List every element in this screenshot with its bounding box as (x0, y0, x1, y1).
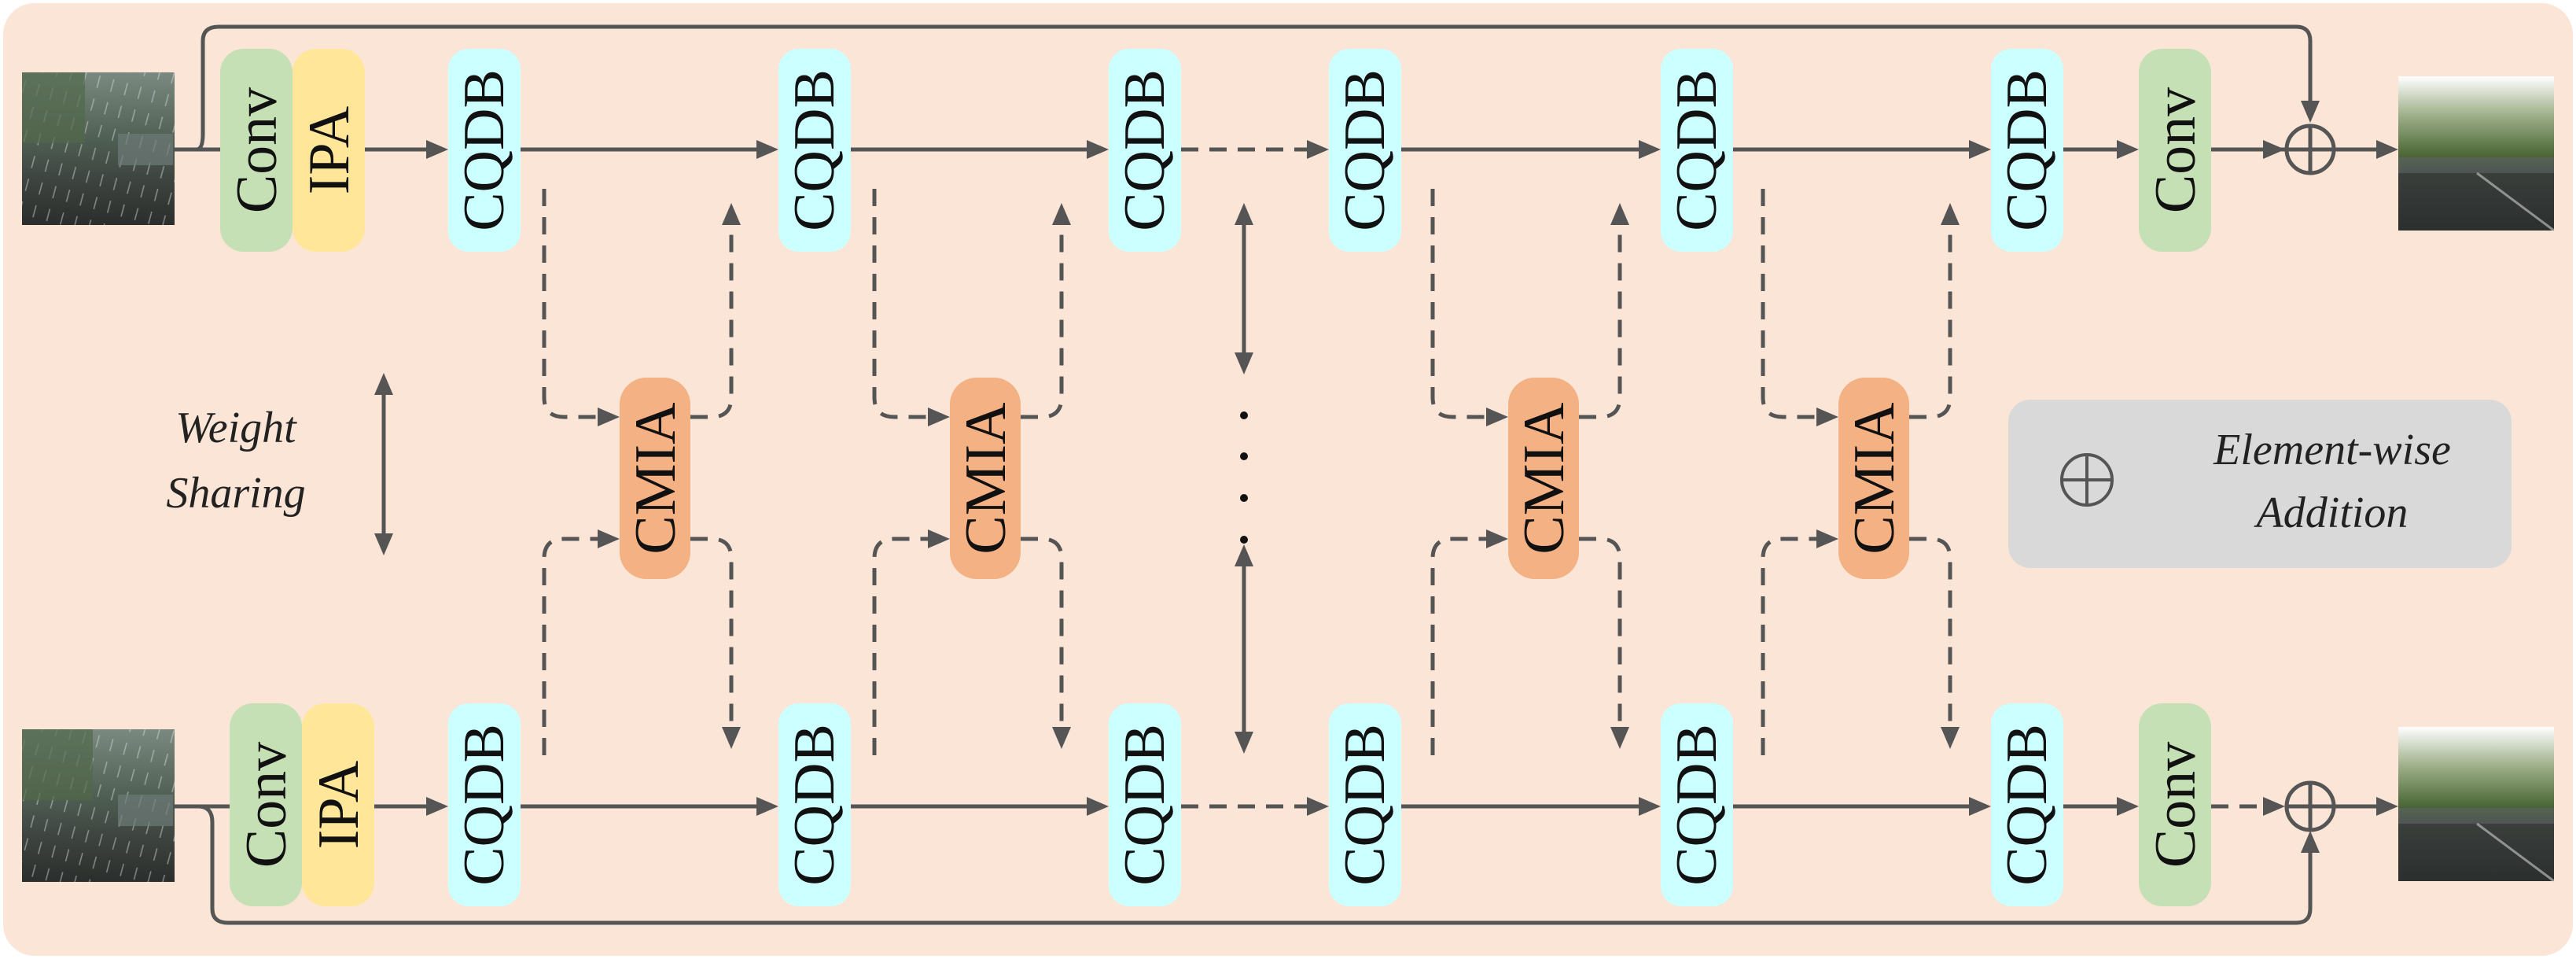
cmia-block-2: CMIA (950, 378, 1021, 579)
conv-block-bottom-input: Conv (230, 703, 302, 906)
conv-label: Conv (2144, 87, 2208, 213)
addition-icon (2060, 453, 2114, 507)
conv-label: Conv (2144, 742, 2208, 868)
element-wise-addition-icon-top (2284, 124, 2336, 175)
cmia-label: CMIA (1512, 402, 1577, 554)
top-row-arrows (175, 24, 2398, 159)
cqdb-block-bottom-5: CQDB (1661, 703, 1733, 906)
ipa-label: IPA (307, 761, 371, 849)
cqdb-label: CQDB (1333, 724, 1397, 886)
conv-block-bottom-output: Conv (2139, 703, 2211, 906)
cmia-block-1: CMIA (620, 378, 690, 579)
weight-sharing-label-line1: Weight (175, 404, 297, 452)
cqdb-label: CQDB (452, 69, 517, 231)
conv-block-top-input: Conv (220, 49, 293, 252)
cmia-block-4: CMIA (1838, 378, 1909, 579)
ipa-label: IPA (297, 106, 362, 194)
cqdb-label: CQDB (452, 724, 517, 886)
bottom-row-arrows (175, 797, 2398, 925)
cqdb-label: CQDB (782, 724, 847, 886)
conv-label: Conv (225, 87, 289, 213)
cqdb-label: CQDB (1665, 724, 1729, 886)
cqdb-block-top-3: CQDB (1109, 49, 1181, 252)
cqdb-block-bottom-3: CQDB (1109, 703, 1181, 906)
cqdb-label: CQDB (1665, 69, 1729, 231)
cqdb-block-bottom-6: CQDB (1991, 703, 2063, 906)
ipa-block-bottom: IPA (302, 703, 374, 906)
derained-output-image-bottom (2398, 727, 2555, 883)
derained-output-image-top (2398, 76, 2555, 232)
element-wise-addition-icon-bottom (2284, 780, 2336, 832)
cmia-label: CMIA (1842, 402, 1907, 554)
cqdb-block-bottom-1: CQDB (448, 703, 521, 906)
cmia-label: CMIA (954, 402, 1018, 554)
cmia-block-3: CMIA (1508, 378, 1579, 579)
middle-weight-sharing-arrows (1235, 203, 1253, 754)
cqdb-label: CQDB (1995, 69, 2059, 231)
cqdb-block-top-4: CQDB (1329, 49, 1401, 252)
element-wise-label-line1: Element-wise (2213, 426, 2451, 474)
weight-sharing-label-line2: Sharing (166, 469, 305, 518)
ipa-block-top: IPA (293, 49, 365, 252)
cqdb-block-top-5: CQDB (1661, 49, 1733, 252)
conv-label: Conv (234, 742, 299, 868)
cqdb-block-top-1: CQDB (448, 49, 521, 252)
cqdb-block-bottom-2: CQDB (778, 703, 851, 906)
element-wise-addition-legend: Element-wise Addition (2008, 400, 2512, 568)
rainy-input-image-top (22, 72, 175, 225)
cqdb-block-top-6: CQDB (1991, 49, 2063, 252)
cqdb-label: CQDB (1333, 69, 1397, 231)
cqdb-block-top-2: CQDB (778, 49, 851, 252)
weight-sharing-legend: Weight Sharing (166, 373, 393, 555)
cqdb-label: CQDB (1995, 724, 2059, 886)
conv-block-top-output: Conv (2139, 49, 2211, 252)
cqdb-label: CQDB (1113, 69, 1177, 231)
cqdb-label: CQDB (1113, 724, 1177, 886)
cqdb-block-bottom-4: CQDB (1329, 703, 1401, 906)
cross-modal-dashed-connections (542, 189, 1960, 755)
rainy-input-image-bottom (22, 729, 175, 882)
element-wise-label-line2: Addition (2254, 489, 2409, 537)
cqdb-label: CQDB (782, 69, 847, 231)
cmia-label: CMIA (624, 402, 688, 554)
